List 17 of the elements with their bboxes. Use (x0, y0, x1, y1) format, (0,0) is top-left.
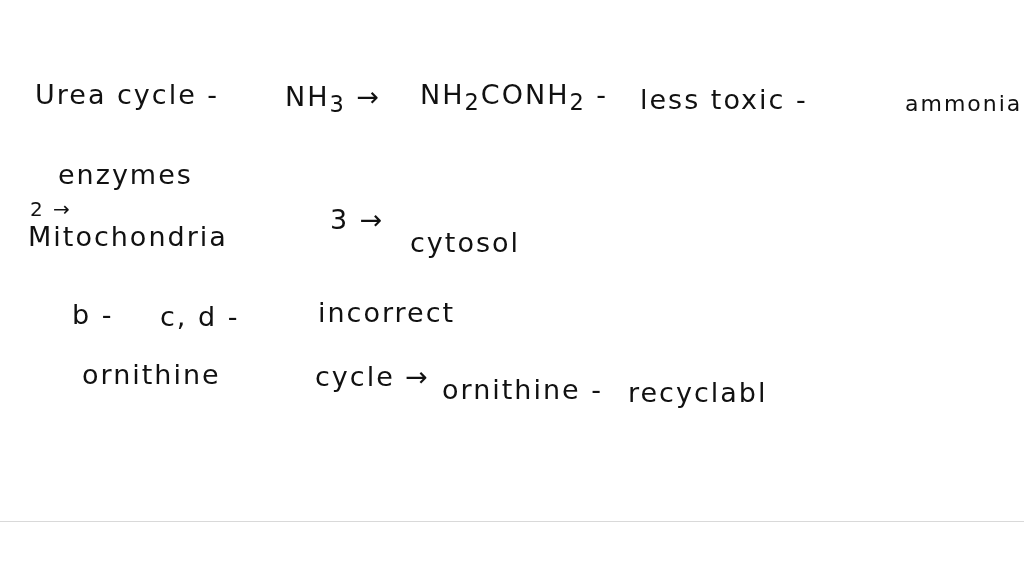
handwritten-note: Mitochondria (28, 222, 228, 252)
handwritten-note: cycle → (315, 362, 430, 392)
handwritten-note: less toxic - (640, 85, 808, 115)
handwritten-note: 2 → (30, 198, 72, 220)
handwritten-note: recyclabl (628, 378, 768, 408)
handwritten-note: ornithine - (442, 375, 603, 405)
handwritten-note: incorrect (318, 298, 456, 328)
handwritten-note: cytosol (410, 228, 521, 258)
handwritten-note: ammonia (905, 92, 1023, 117)
handwritten-note: c, d - (160, 302, 240, 332)
handwritten-note: NH$_{2}$CONH$_{2}$ - (420, 80, 609, 116)
handwritten-note: enzymes (58, 160, 193, 190)
handwritten-note: NH$_{3}$ → (285, 82, 382, 118)
handwritten-note: b - (72, 300, 114, 330)
handwritten-note: ornithine (82, 360, 221, 390)
handwritten-note: Urea cycle - (35, 80, 220, 110)
handwritten-note: 3 → (330, 205, 385, 235)
